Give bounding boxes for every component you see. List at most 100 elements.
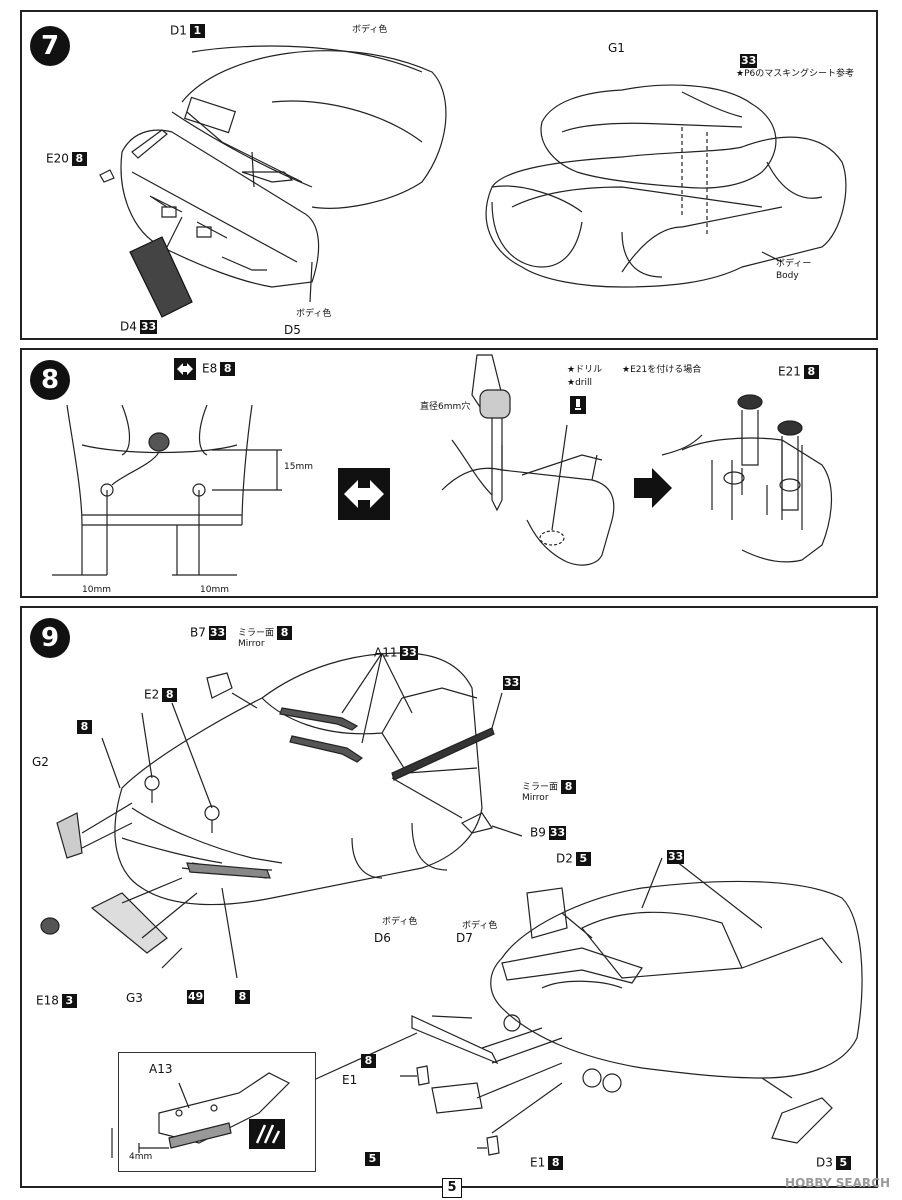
e1-left-badge-label: 8 (358, 1054, 376, 1068)
d2-badge: 5 (575, 852, 591, 866)
a11-badge: 33 (400, 646, 418, 660)
d6-code: D6 (374, 931, 391, 945)
e8-code: E8 (202, 361, 218, 376)
dim-10mm-left: 10mm (82, 585, 111, 595)
watermark: HOBBY SEARCH (785, 1176, 890, 1190)
e1-left-badge: 8 (361, 1054, 376, 1068)
left-badge-8-label: 8 (74, 720, 92, 734)
bottom-badge-5-label: 5 (362, 1152, 380, 1166)
b7-badge: 33 (208, 626, 227, 640)
d4-code: D4 (120, 319, 137, 334)
e18-code: E18 (36, 993, 59, 1008)
e1-left-code: E1 (342, 1073, 358, 1087)
drill-en-label: ★drill (567, 378, 592, 388)
roof-badge: 33 (667, 850, 685, 864)
a13-code: A13 (149, 1062, 173, 1076)
e20-badge: 8 (71, 152, 87, 166)
step-8-number: 8 (30, 360, 70, 400)
roof-badge-label: 33 (664, 850, 685, 864)
dim-10mm-right: 10mm (200, 585, 229, 595)
drill-jp-label: ★ドリル (567, 365, 603, 375)
badge-49: 49 (187, 990, 205, 1004)
a13-logo-icon (249, 1119, 285, 1149)
e21-code: E21 (778, 364, 801, 379)
mirror-badge-mid: 8 (561, 780, 577, 794)
e18-badge: 3 (61, 994, 77, 1008)
e21-note: ★E21を付ける場合 (622, 365, 702, 375)
d4-badge: 33 (139, 320, 158, 334)
body-en-label: Body (776, 271, 799, 281)
a13-detail-inset: A13 4mm (118, 1052, 316, 1172)
left-badge-8: 8 (77, 720, 92, 734)
badge-49-label: 49 (184, 990, 205, 1004)
swap-arrow-icon-small (174, 358, 196, 380)
b9-badge: 33 (548, 826, 567, 840)
d1-badge: 1 (189, 24, 205, 38)
page-number: 5 (442, 1178, 462, 1198)
g1-code: G1 (608, 41, 625, 55)
d2-code: D2 (556, 851, 573, 866)
step-8-panel: 8 (20, 348, 878, 598)
dim-4mm: 4mm (129, 1152, 153, 1162)
d1-code: D1 (170, 23, 187, 38)
next-arrow-icon (634, 468, 672, 508)
step-7-number: 7 (30, 26, 70, 66)
swap-arrow-icon-large (338, 468, 390, 520)
body-color-d7: ボディ色 (462, 921, 498, 931)
mask-badge: 33 (740, 54, 758, 68)
d3-badge: 5 (835, 1156, 851, 1170)
g3-code: G3 (126, 991, 143, 1005)
d5-note: ボディ色 (296, 309, 332, 319)
a11-code: A11 (374, 645, 398, 660)
g2-code: G2 (32, 755, 49, 769)
step-9-panel: 9 (20, 606, 878, 1188)
hole-diameter-label: 直径6mm穴 (420, 402, 471, 412)
mirror-jp-top-text: ミラー面 (238, 628, 275, 639)
step-9-number: 9 (30, 618, 70, 658)
bottom-badge-8-label: 8 (232, 990, 250, 1004)
d5-code: D5 (284, 323, 301, 337)
bottom-badge-5: 5 (365, 1152, 380, 1166)
mirror-jp-mid-text: ミラー面 (522, 782, 559, 793)
b9-code: B9 (530, 825, 546, 840)
mirror-en-mid: Mirror (522, 793, 549, 803)
bottom-badge-8: 8 (235, 990, 250, 1004)
stripe-badge: 33 (503, 676, 521, 690)
mirror-badge-top: 8 (277, 626, 293, 640)
drill-mark-icon (570, 396, 586, 414)
b7-code: B7 (190, 625, 206, 640)
step-7-panel: 7 (20, 10, 878, 340)
step-9-illustration (22, 608, 880, 1190)
body-color-label-top: ボディ色 (352, 25, 388, 35)
d3-code: D3 (816, 1155, 833, 1170)
body-jp-label: ボディー (776, 259, 812, 269)
e2-badge: 8 (162, 688, 178, 702)
a13-detail-illustration (138, 1072, 291, 1153)
dim-15mm: 15mm (284, 462, 313, 472)
e1-bottom-code: E1 (530, 1155, 546, 1170)
e2-code: E2 (144, 687, 160, 702)
body-color-d6: ボディ色 (382, 917, 418, 927)
e1-bottom-badge: 8 (548, 1156, 564, 1170)
mirror-en-top: Mirror (238, 639, 265, 649)
e20-code: E20 (46, 151, 69, 166)
e8-badge: 8 (220, 362, 236, 376)
step-7-illustration (22, 12, 880, 342)
d7-code: D7 (456, 931, 473, 945)
e21-badge: 8 (803, 365, 819, 379)
mask-badge-label: 33 (737, 54, 758, 68)
